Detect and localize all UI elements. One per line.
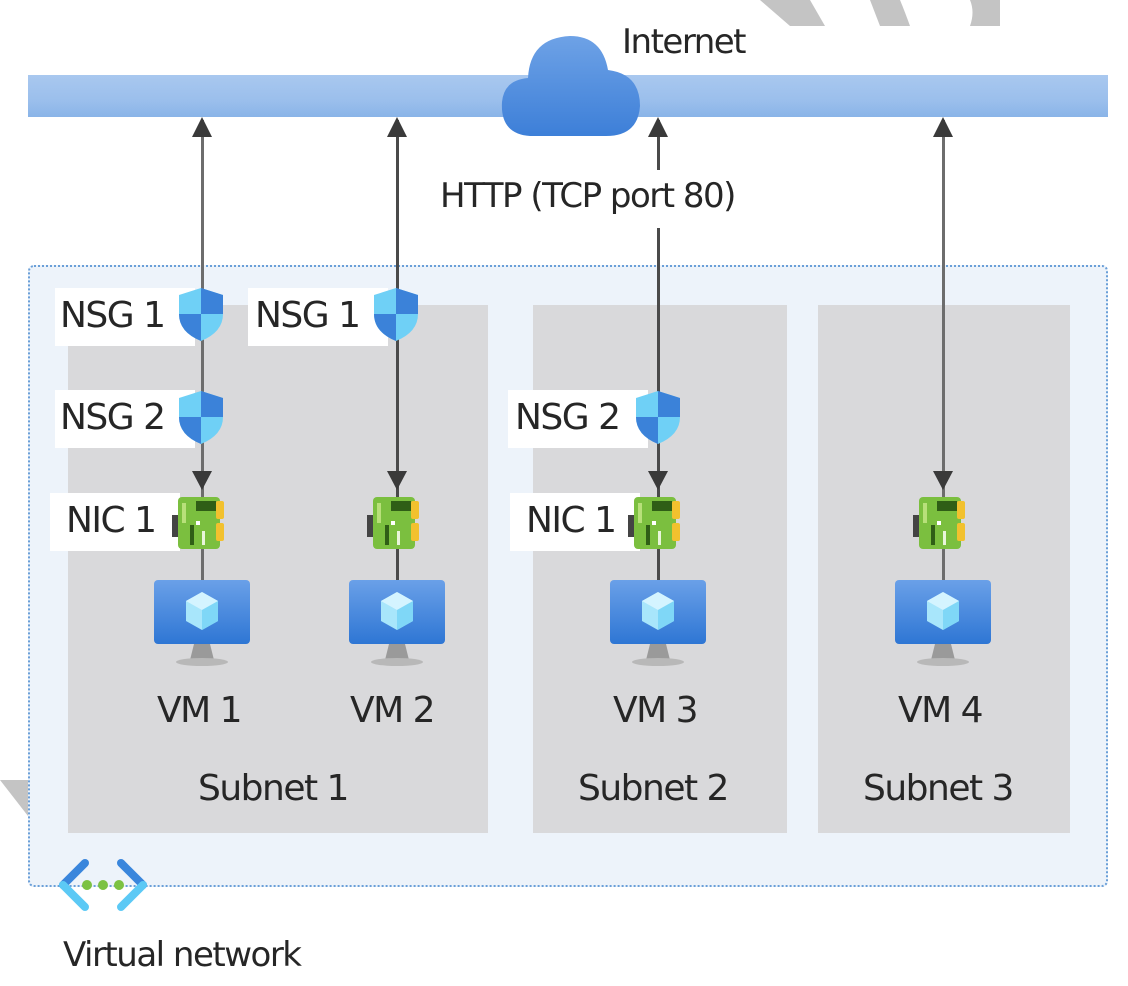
vm1-nsg1-label: NSG 1 [60,295,166,336]
vm1-nic-label: NIC 1 [66,500,157,541]
watermark-shape [760,0,1000,26]
watermark-shape [0,780,28,816]
vm1-nsg2-shield-icon [177,389,225,445]
internet-label: Internet [622,22,747,62]
vm4-icon [893,578,993,668]
virtual-network-label: Virtual network [63,935,302,975]
vm1-nic-icon [168,495,228,551]
vm1-connection-line [201,120,204,610]
arrow-up-vm3 [648,117,668,137]
nsg-label-bg [55,390,195,448]
vm2-nsg1-label: NSG 1 [255,295,361,336]
vm3-connection-line-top [657,120,660,170]
nic-label-bg [50,493,180,551]
vm1-nsg1-shield-icon [177,286,225,342]
nic-label-bg [510,493,640,551]
vm2-nsg1-shield-icon [372,286,420,342]
vm2-nic-icon [363,495,423,551]
vm2-connection-line [396,120,399,610]
virtual-network-icon [59,859,147,911]
vm1-icon [152,578,252,668]
vm1-label: VM 1 [157,690,243,731]
vm3-nic-label: NIC 1 [526,500,617,541]
arrow-down-vm4 [933,471,953,490]
vm3-icon [608,578,708,668]
vm2-icon [347,578,447,668]
subnet-1-label: Subnet 1 [198,768,349,809]
arrow-down-vm2 [387,471,407,490]
arrow-down-vm3 [648,471,668,490]
arrow-up-vm2 [387,117,407,137]
vm2-label: VM 2 [350,690,436,731]
subnet-3-label: Subnet 3 [863,768,1014,809]
cloud-icon [501,36,640,136]
vm1-nsg2-label: NSG 2 [60,397,166,438]
nsg-label-bg [508,390,648,448]
nsg-label-bg [55,288,195,346]
arrow-up-vm1 [192,117,212,137]
subnet-2-label: Subnet 2 [578,768,729,809]
vm4-nic-icon [909,495,969,551]
vm4-label: VM 4 [898,690,984,731]
vm4-connection-line [942,120,945,610]
nsg-label-bg [248,288,388,346]
http-traffic-label: HTTP (TCP port 80) [440,176,736,216]
arrow-down-vm1 [192,471,212,490]
vm3-nsg2-shield-icon [634,389,682,445]
vm3-nsg2-label: NSG 2 [515,397,621,438]
arrow-up-vm4 [933,117,953,137]
vm3-nic-icon [624,495,684,551]
vm3-label: VM 3 [613,690,699,731]
